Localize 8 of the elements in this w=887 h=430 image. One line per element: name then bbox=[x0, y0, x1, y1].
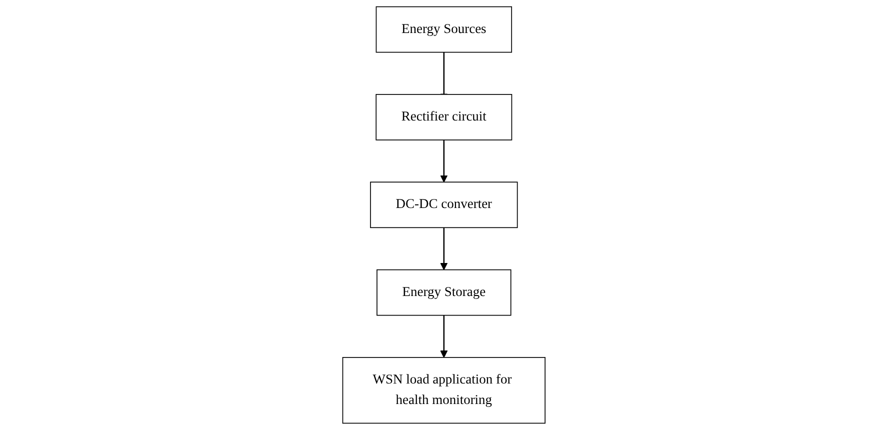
arrow bbox=[440, 228, 448, 270]
process-box: Energy Storage bbox=[376, 269, 511, 316]
arrow bbox=[440, 315, 448, 358]
process-box: Energy Sources bbox=[375, 6, 512, 53]
process-box: WSN load application for health monitoring bbox=[342, 357, 546, 424]
arrow bbox=[440, 140, 448, 182]
process-box: DC-DC converter bbox=[370, 182, 518, 228]
process-box: Rectifier circuit bbox=[375, 94, 512, 140]
